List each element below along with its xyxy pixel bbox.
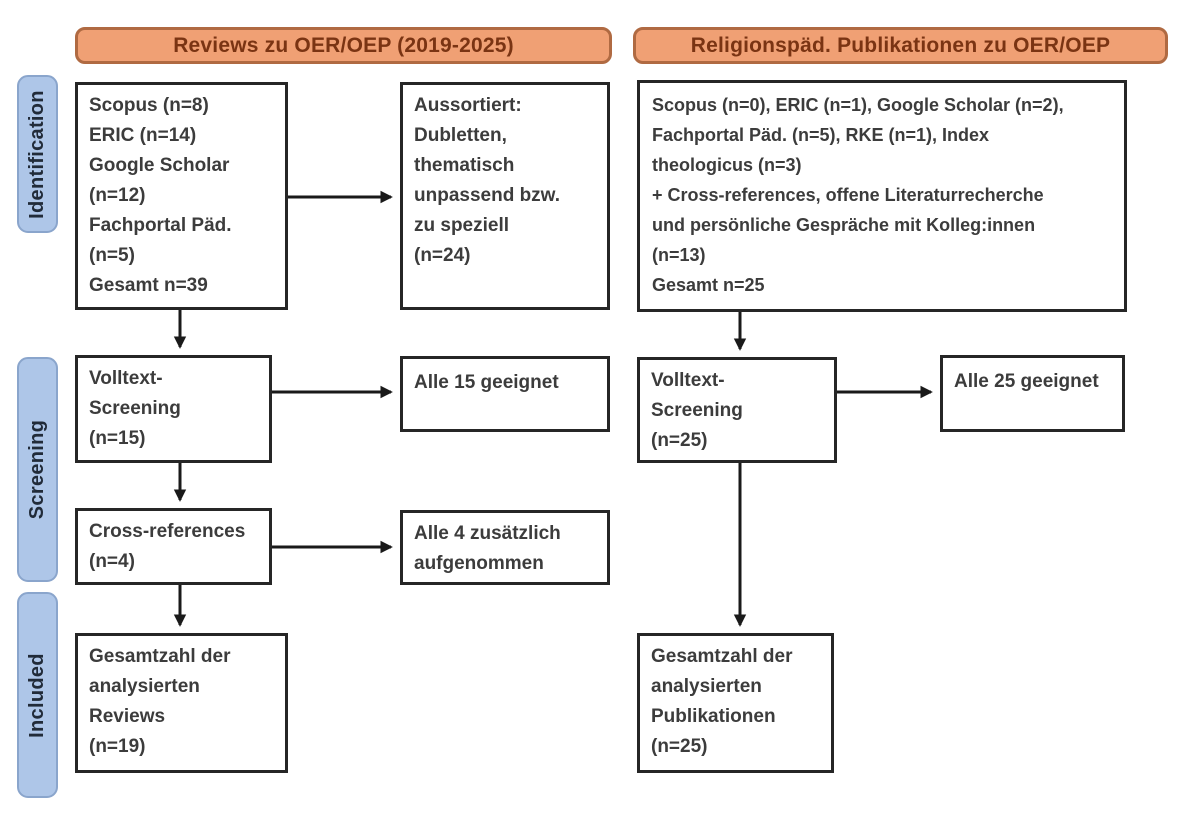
box-right-sources: Scopus (n=0), ERIC (n=1), Google Scholar… xyxy=(637,80,1127,312)
column-header-reviews: Reviews zu OER/OEP (2019-2025) xyxy=(75,27,612,64)
box-left-included-total: Gesamtzahl der analysierten Reviews (n=1… xyxy=(75,633,288,773)
column-header-religionspaed: Religionspäd. Publikationen zu OER/OEP xyxy=(633,27,1168,64)
stage-label-screening: Screening xyxy=(17,357,58,582)
box-right-included-total: Gesamtzahl der analysierten Publikatione… xyxy=(637,633,834,773)
box-left-excluded: Aussortiert: Dubletten, thematisch unpas… xyxy=(400,82,610,310)
box-left-cross-references: Cross-references (n=4) xyxy=(75,508,272,585)
column-header-religionspaed-label: Religionspäd. Publikationen zu OER/OEP xyxy=(690,33,1111,57)
stage-label-included: Included xyxy=(17,592,58,798)
box-left-fulltext-screening: Volltext- Screening (n=15) xyxy=(75,355,272,463)
stage-label-screening-text: Screening xyxy=(26,419,48,520)
box-right-fulltext-screening: Volltext- Screening (n=25) xyxy=(637,357,837,463)
stage-label-identification: Identification xyxy=(17,75,58,233)
column-header-reviews-label: Reviews zu OER/OEP (2019-2025) xyxy=(173,33,514,57)
stage-label-identification-text: Identification xyxy=(26,89,48,219)
box-left-cross-references-result: Alle 4 zusätzlich aufgenommen xyxy=(400,510,610,585)
box-right-fulltext-result: Alle 25 geeignet xyxy=(940,355,1125,432)
box-left-sources: Scopus (n=8) ERIC (n=14) Google Scholar … xyxy=(75,82,288,310)
box-left-fulltext-result: Alle 15 geeignet xyxy=(400,356,610,432)
stage-label-included-text: Included xyxy=(26,652,49,738)
